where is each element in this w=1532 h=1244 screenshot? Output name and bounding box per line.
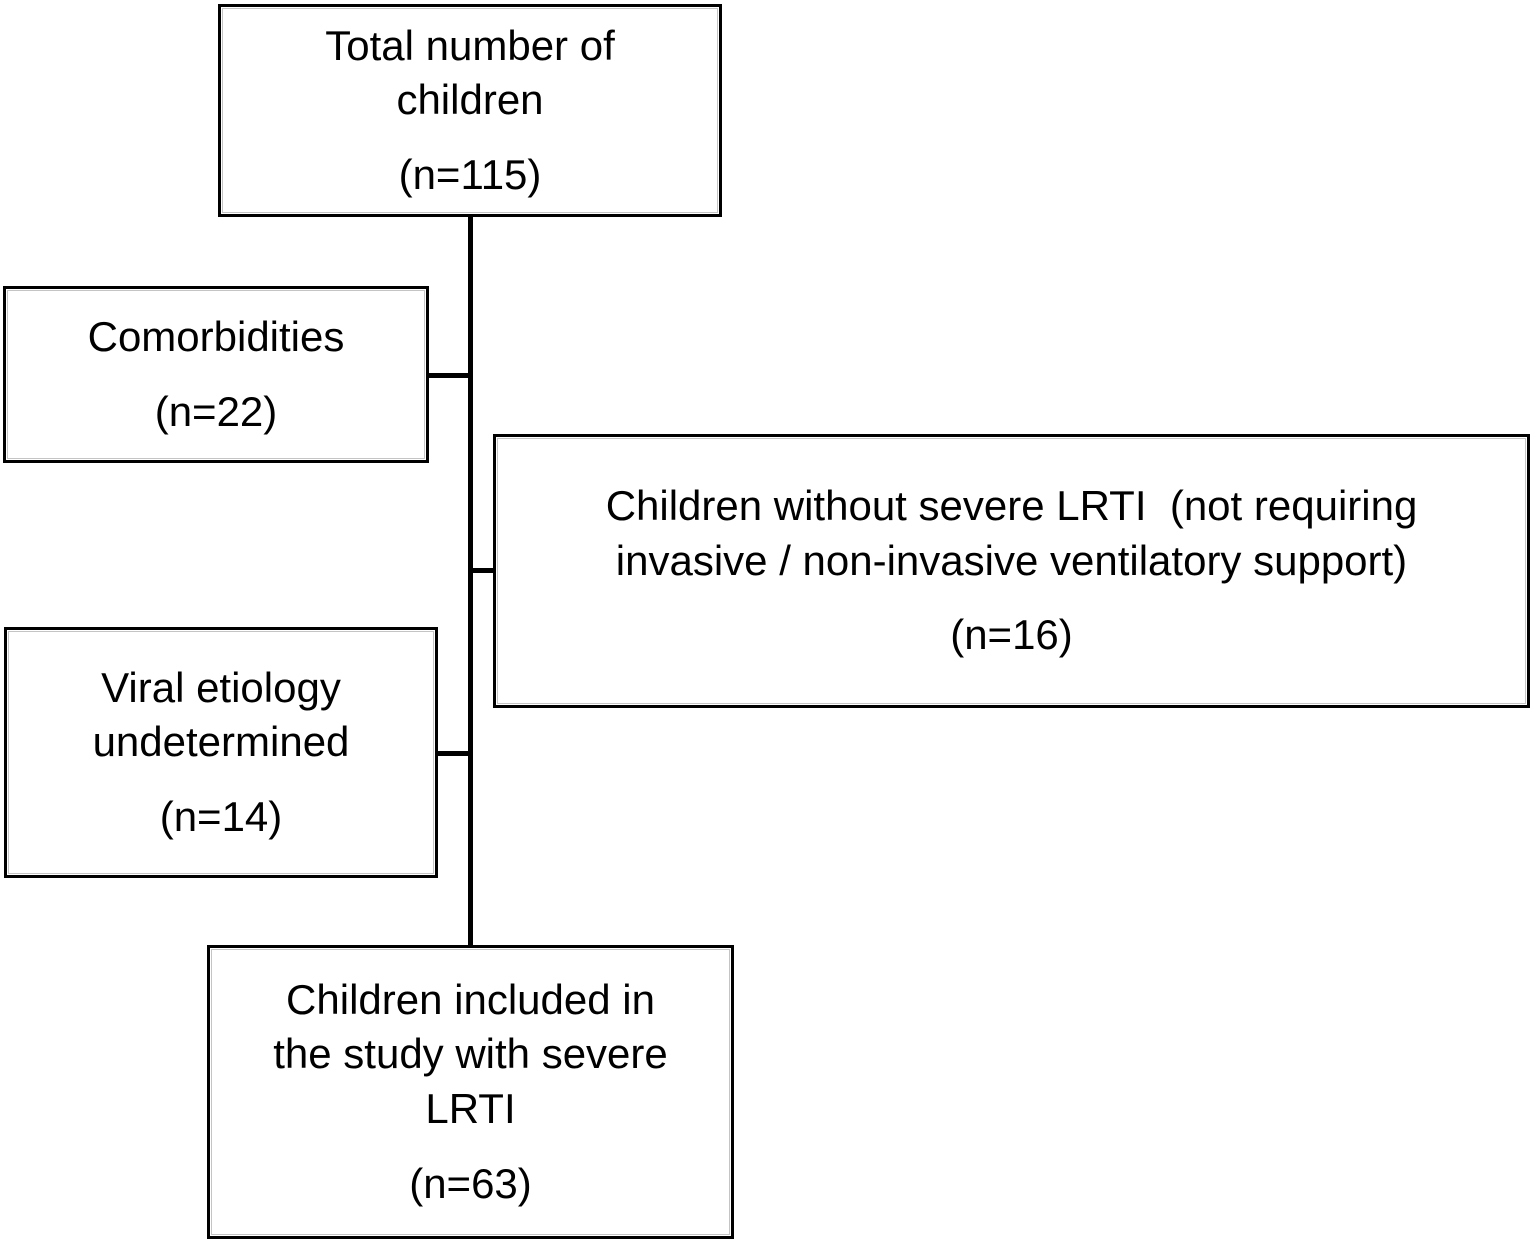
connector-without-severe-lrti: [472, 568, 494, 573]
connector-comorbidities: [428, 373, 469, 378]
box-viral-etiology-undetermined: Viral etiology undetermined (n=14): [4, 627, 438, 878]
box-comorbidities-label: Comorbidities: [87, 312, 345, 360]
box-comorbidities: Comorbidities (n=22): [3, 286, 429, 463]
box-without-severe-lrti-count: (n=16): [950, 611, 1073, 659]
connector-viral-etiology: [437, 751, 470, 756]
box-total-children-label: Total number of children: [325, 21, 615, 124]
box-children-included-label: Children included in the study with seve…: [273, 975, 668, 1132]
box-total-children-count: (n=115): [398, 150, 542, 198]
box-comorbidities-count: (n=22): [154, 387, 278, 435]
box-viral-etiology-undetermined-count: (n=14): [159, 792, 283, 840]
box-total-children: Total number of children (n=115): [218, 4, 722, 217]
box-children-included: Children included in the study with seve…: [207, 945, 734, 1239]
box-children-included-count: (n=63): [409, 1159, 532, 1207]
box-without-severe-lrti: Children without severe LRTI (not requir…: [493, 434, 1530, 708]
box-viral-etiology-undetermined-label: Viral etiology undetermined: [92, 663, 350, 766]
box-without-severe-lrti-label: Children without severe LRTI (not requir…: [605, 482, 1418, 584]
connector-main-vertical: [468, 215, 473, 947]
